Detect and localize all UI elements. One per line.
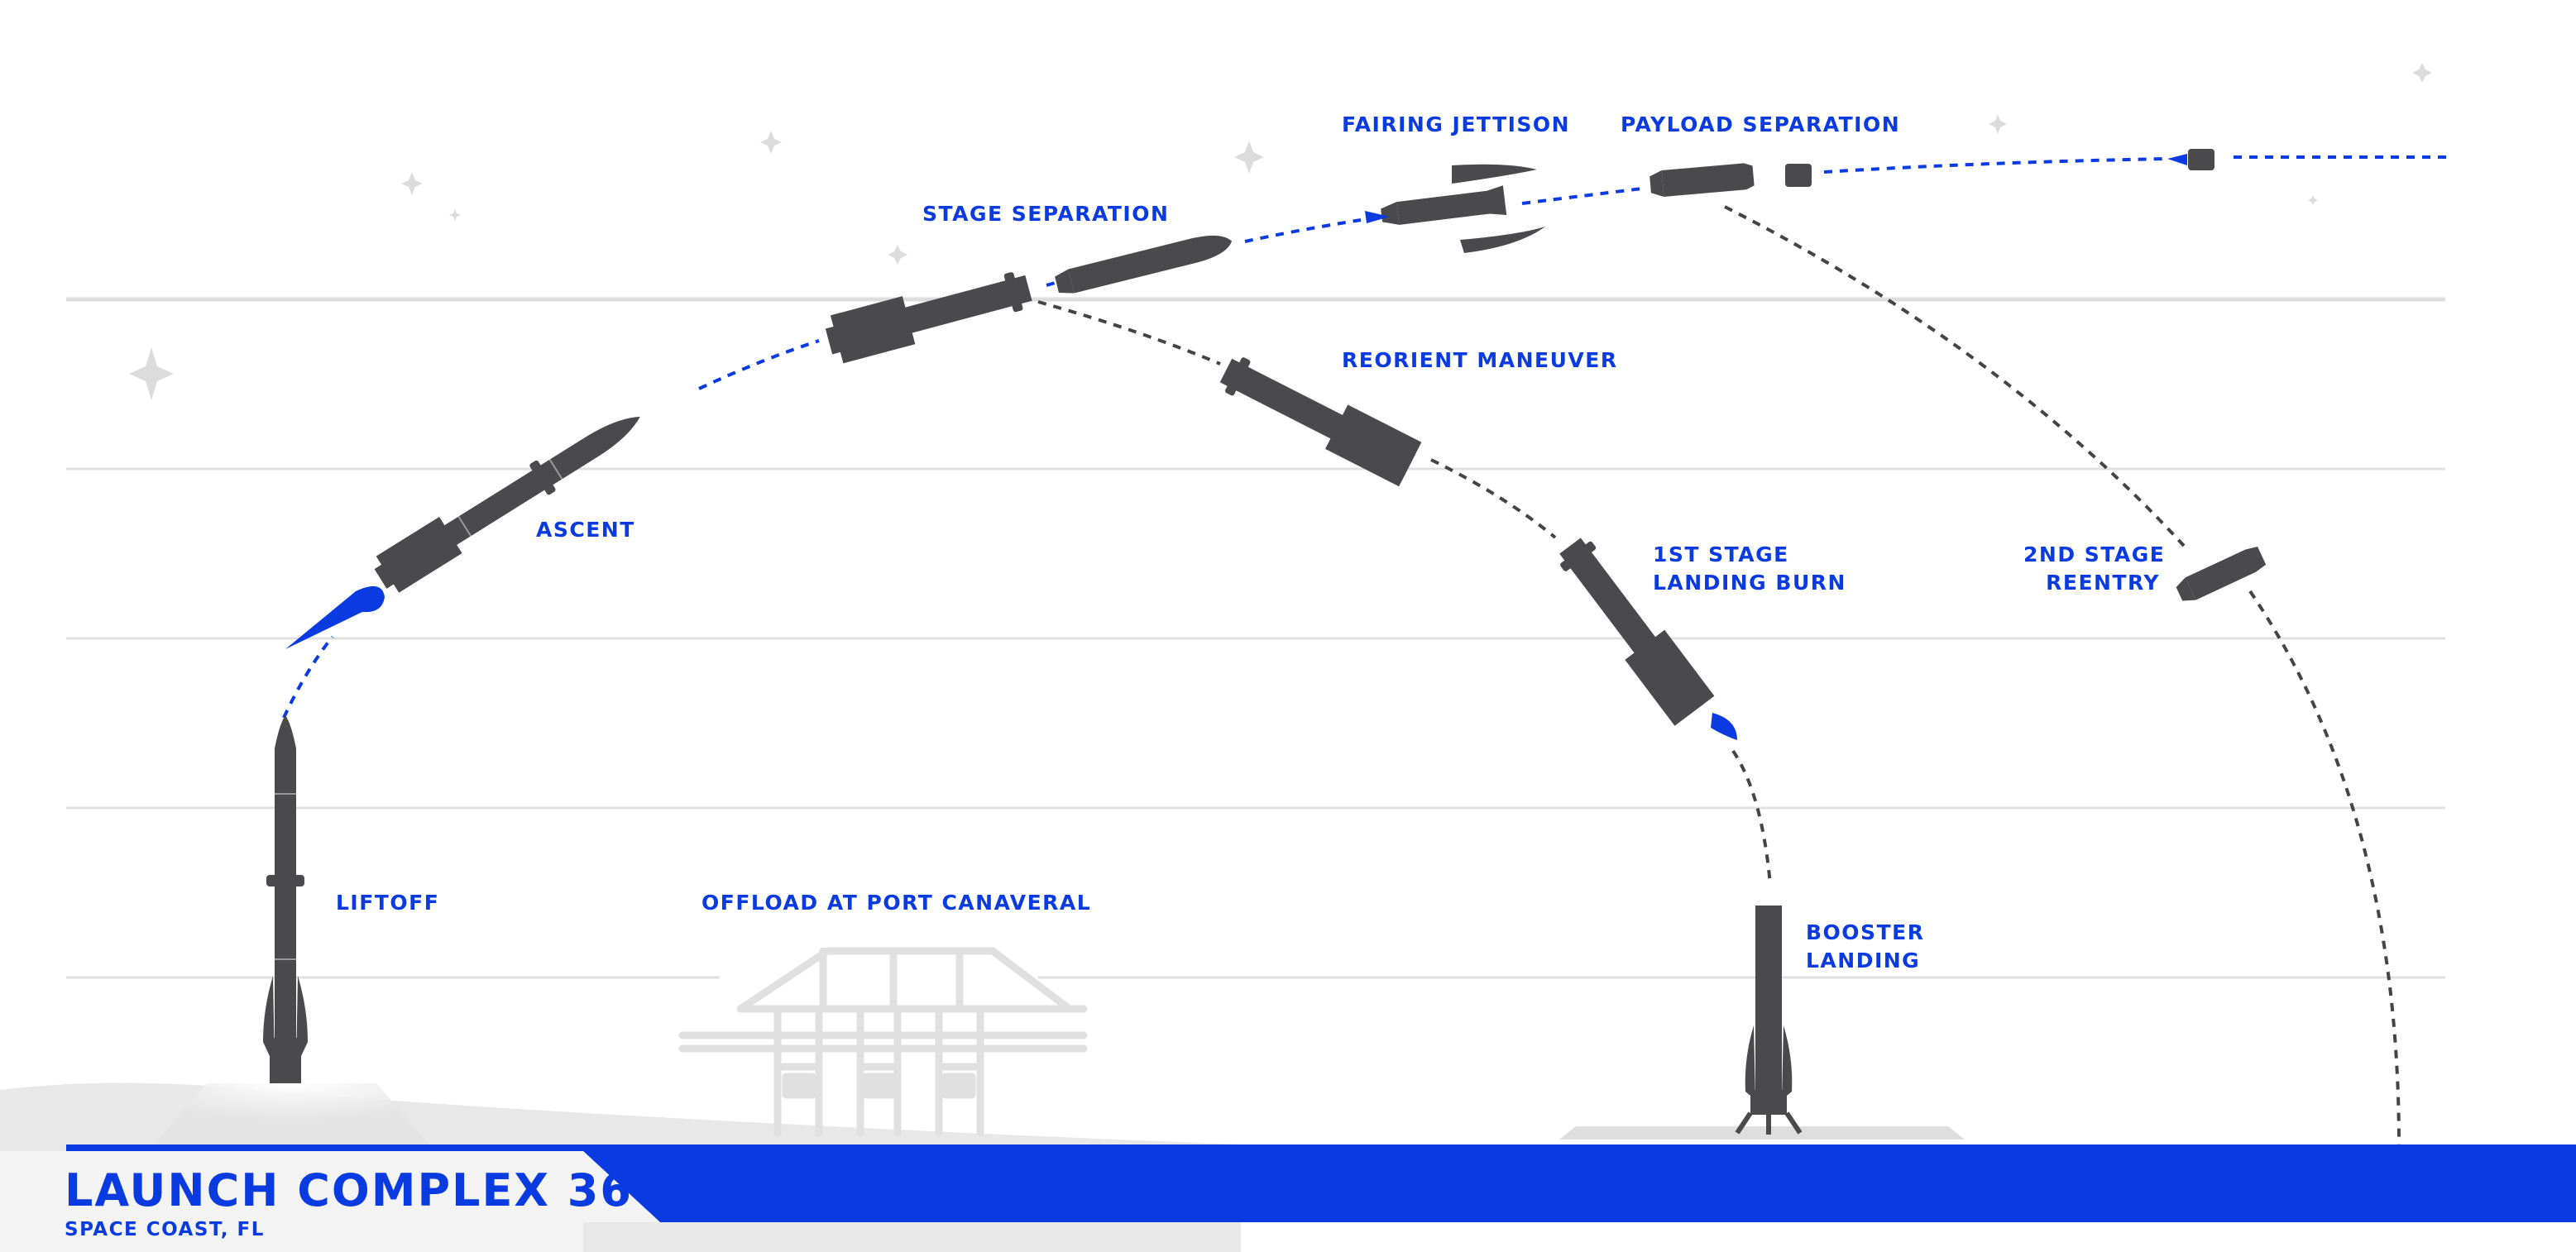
trajectory-paths bbox=[282, 155, 2449, 1146]
site-banner bbox=[66, 1144, 2576, 1222]
stage-label-second-stage-reentry: 2ND STAGE REENTRY bbox=[2023, 541, 2166, 597]
star-icon bbox=[760, 131, 782, 154]
stage-label-stage-separation: STAGE SEPARATION bbox=[922, 202, 1170, 226]
rocket-landing-burn bbox=[1559, 538, 1715, 726]
stage-label-offload: OFFLOAD AT PORT CANAVERAL bbox=[701, 891, 1092, 915]
exhaust-plume bbox=[153, 1083, 430, 1145]
landing-burn-flame-icon bbox=[1711, 713, 1737, 740]
rocket-second-stage bbox=[1055, 235, 1233, 294]
stage-label-ascent: ASCENT bbox=[536, 518, 635, 542]
stage-label-line: BOOSTER bbox=[1806, 920, 1925, 944]
rocket-landed-booster bbox=[1735, 906, 1803, 1135]
rocket-first-stage bbox=[825, 272, 1032, 364]
landing-pad bbox=[1559, 1126, 1965, 1140]
rocket-second-stage-reentry bbox=[2176, 546, 2267, 601]
stage-label-line: LANDING bbox=[1806, 949, 1921, 972]
stage-label-first-stage-landing-burn: 1ST STAGE LANDING BURN bbox=[1653, 541, 1846, 597]
stage-label-line: LANDING BURN bbox=[1653, 571, 1846, 595]
stage-label-line: REENTRY bbox=[2046, 571, 2160, 595]
site-title: LAUNCH COMPLEX 36 bbox=[65, 1164, 633, 1216]
stage-label-payload-separation: PAYLOAD SEPARATION bbox=[1621, 112, 1901, 136]
star-icon bbox=[449, 208, 461, 222]
engine-flame-icon bbox=[285, 585, 385, 649]
stage-label-line: 1ST STAGE bbox=[1653, 542, 1789, 566]
site-subtitle: SPACE COAST, FL bbox=[65, 1219, 265, 1240]
stage-label-booster-landing: BOOSTER LANDING bbox=[1806, 919, 1924, 975]
fairing-jettison-graphic bbox=[1365, 164, 1545, 253]
star-icons bbox=[129, 63, 2432, 400]
orbital-stage-icon bbox=[2167, 149, 2214, 170]
payload-separation-graphic bbox=[1650, 149, 2214, 197]
star-icon bbox=[401, 172, 423, 195]
grid-lines bbox=[66, 297, 2445, 979]
rocket-reorient bbox=[1219, 357, 1422, 487]
star-icon bbox=[2412, 63, 2432, 83]
stage-label-liftoff: LIFTOFF bbox=[336, 891, 440, 915]
stage-label-reorient-maneuver: REORIENT MANEUVER bbox=[1342, 348, 1618, 372]
stage-label-line: 2ND STAGE bbox=[2023, 542, 2166, 566]
site-title-block: LAUNCH COMPLEX 36 SPACE COAST, FL bbox=[65, 1164, 633, 1242]
rocket-liftoff bbox=[263, 715, 308, 1083]
stage-label-fairing-jettison: FAIRING JETTISON bbox=[1342, 112, 1571, 136]
star-icon bbox=[1234, 141, 1264, 174]
star-icon bbox=[129, 347, 174, 400]
star-icon bbox=[888, 245, 907, 265]
port-crane-icon bbox=[678, 947, 1088, 1137]
star-icon bbox=[2308, 195, 2318, 205]
rocket-ascent bbox=[373, 406, 648, 593]
star-icon bbox=[1989, 114, 2007, 134]
